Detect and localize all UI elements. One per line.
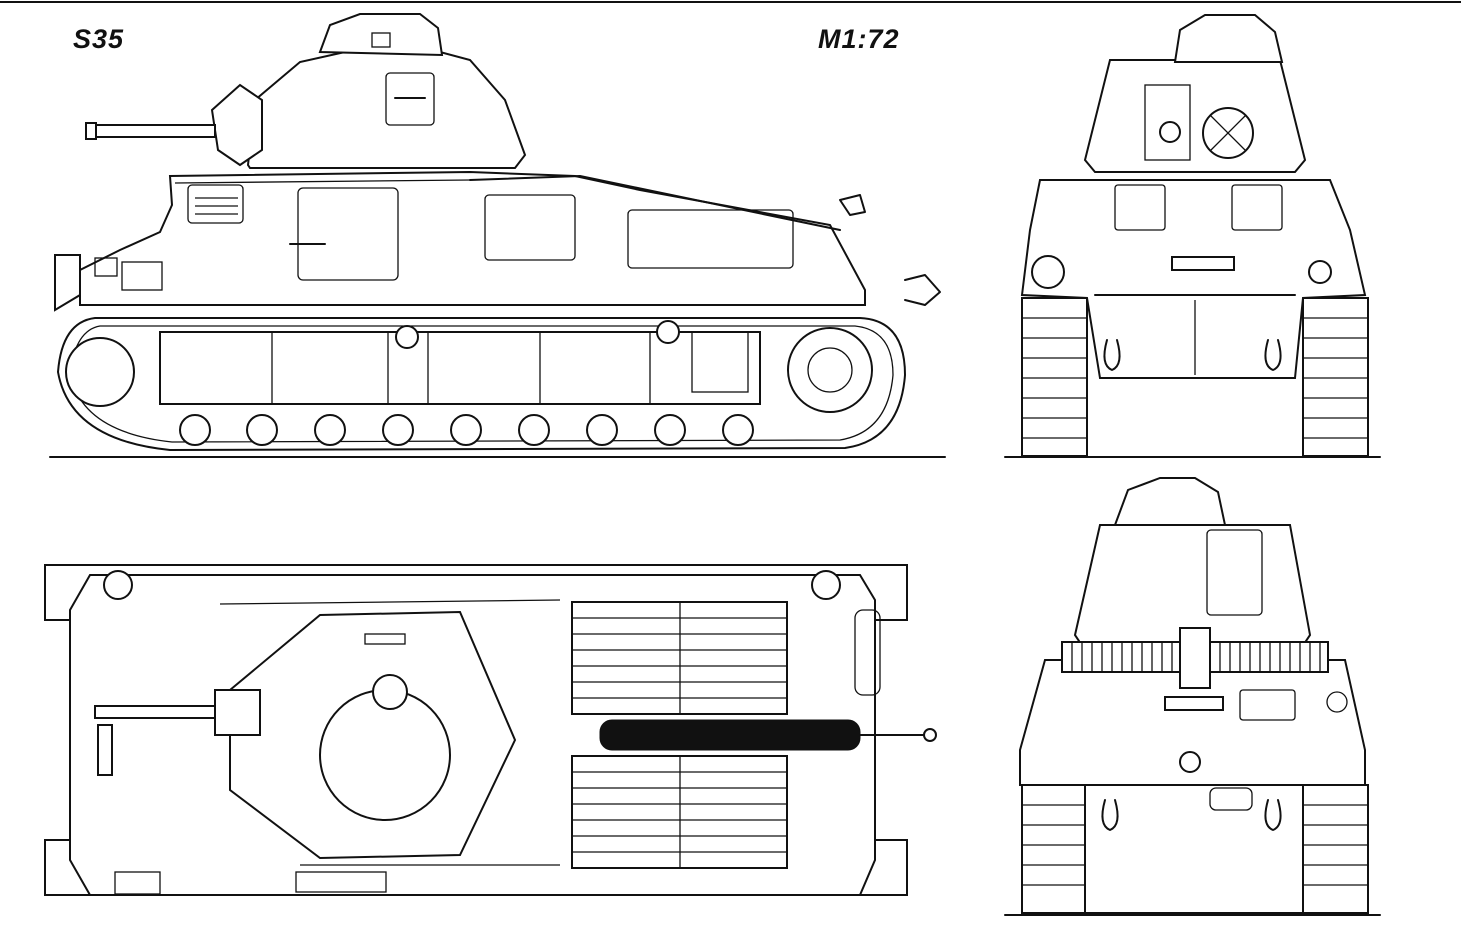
rear-tail-light [1326, 691, 1348, 713]
rear-track-links [1022, 804, 1368, 886]
side-hull-door [297, 187, 399, 281]
front-headlight-right [1308, 260, 1332, 284]
side-drive-sprocket [787, 327, 873, 413]
model-label: S35 [73, 24, 125, 54]
top-rear-light [811, 570, 841, 600]
side-road-wheels [179, 414, 754, 446]
top-gun-barrel [94, 705, 216, 719]
rear-grille-slats [1071, 642, 1321, 672]
side-hull-ridge [174, 179, 471, 184]
front-tow-hook-right [1264, 339, 1282, 371]
rear-track-left [1021, 784, 1088, 914]
top-headlight-left [103, 570, 133, 600]
front-cupola [1173, 14, 1284, 63]
rear-tow-hook-right [1264, 799, 1282, 831]
rear-tow-hook-left [1101, 799, 1119, 831]
front-view [1004, 14, 1381, 458]
side-cupola-visor [371, 32, 391, 48]
front-hatch-right [1231, 184, 1283, 231]
front-registration-plate [1171, 256, 1235, 271]
top-exhaust-muffler [599, 719, 861, 751]
top-gun-mantlet [214, 689, 261, 736]
top-view [44, 564, 937, 896]
front-track-left [1021, 297, 1088, 457]
top-cupola [372, 674, 408, 710]
side-sprocket-hub [807, 347, 853, 393]
side-vision-port-front [187, 184, 244, 224]
top-tow-eye [923, 728, 937, 742]
side-rear-tow-hook [904, 274, 941, 306]
side-hull-nose [54, 254, 81, 312]
front-gun-mantlet [1144, 84, 1191, 161]
side-gun-muzzle [85, 122, 97, 140]
rear-view [1004, 477, 1381, 916]
side-panel-mid [484, 194, 576, 261]
top-registration-plate [97, 724, 113, 776]
top-turret-ring [319, 689, 451, 821]
side-engine-deck [469, 175, 841, 231]
side-gun-mantlet [210, 83, 263, 167]
front-track-right [1302, 297, 1369, 457]
side-idler-wheel [65, 337, 135, 407]
side-return-roller-2 [656, 320, 680, 344]
front-gun-muzzle [1159, 121, 1181, 143]
side-return-roller-1 [395, 325, 419, 349]
rear-tow-pintle [1179, 751, 1201, 773]
side-cupola [318, 13, 444, 57]
rear-turret-hatch [1206, 529, 1263, 616]
side-hull-upper [79, 170, 866, 306]
front-track-links [1022, 317, 1368, 439]
front-headlight-left [1031, 255, 1065, 289]
side-gun-barrel [89, 124, 216, 138]
top-fuel-cap-plate [854, 609, 881, 696]
side-turret-hatch [385, 72, 435, 126]
rear-stowage-box [1239, 689, 1296, 721]
rear-hull [1019, 659, 1366, 786]
rear-registration-plate [1164, 696, 1224, 711]
top-stowage-box [295, 871, 387, 893]
rear-lamp-plate [1209, 787, 1253, 811]
top-grille-slats [572, 602, 787, 868]
side-toolbox [121, 261, 163, 291]
front-turret [1083, 59, 1307, 173]
rear-cupola [1113, 477, 1227, 526]
rear-lower-hull [1084, 784, 1304, 914]
side-panel-rear [627, 209, 794, 269]
side-headlight [94, 257, 118, 277]
front-hatch-left [1114, 184, 1166, 231]
front-tow-hook-left [1103, 339, 1121, 371]
scale-label: M1:72 [818, 24, 900, 54]
side-view [49, 13, 946, 458]
top-toolbox [114, 871, 161, 895]
side-access-plate [691, 331, 749, 393]
rear-exhaust [1179, 627, 1211, 689]
rear-track-right [1302, 784, 1369, 914]
side-exhaust-tip [839, 194, 866, 216]
side-skirt-armour [159, 331, 761, 405]
top-turret-vent [364, 633, 406, 645]
